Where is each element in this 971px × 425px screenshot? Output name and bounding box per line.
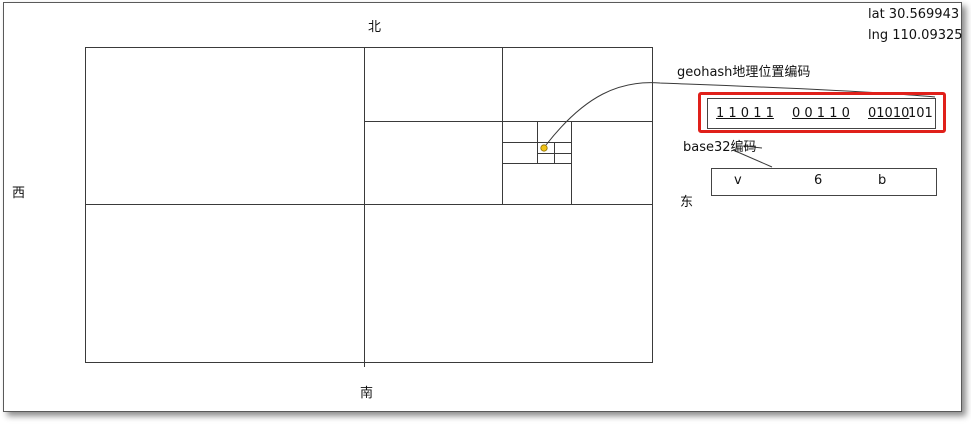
west-label: 西: [12, 186, 26, 201]
highlight-box: [698, 92, 946, 133]
bit-group: 01010: [868, 106, 910, 121]
longitude-label: lng 110.09325: [868, 28, 963, 43]
geohash-title: geohash地理位置编码: [677, 65, 811, 80]
south-label: 南: [360, 386, 374, 401]
diagram-frame: [3, 2, 962, 412]
pointer-curve: [545, 82, 936, 146]
location-point: [540, 144, 548, 152]
base32-arrow: [732, 145, 773, 168]
bit-group: 101: [908, 106, 933, 121]
base32-char: b: [878, 173, 887, 188]
geohash-bits: 1 1 0 1 1 0 0 1 1 0 01010101: [716, 106, 933, 122]
base32-box: [711, 168, 937, 196]
geohash-bits-box: [707, 98, 936, 129]
north-label: 北: [368, 20, 382, 35]
bit-group: 1 1 0 1 1: [716, 106, 774, 121]
base32-char: v: [734, 173, 742, 188]
base32-title: base32编码: [683, 140, 757, 155]
latitude-label: lat 30.569943: [868, 7, 960, 22]
bit-group: 0 0 1 1 0: [792, 106, 850, 121]
east-label: 东: [680, 195, 694, 210]
base32-char: 6: [814, 173, 823, 188]
